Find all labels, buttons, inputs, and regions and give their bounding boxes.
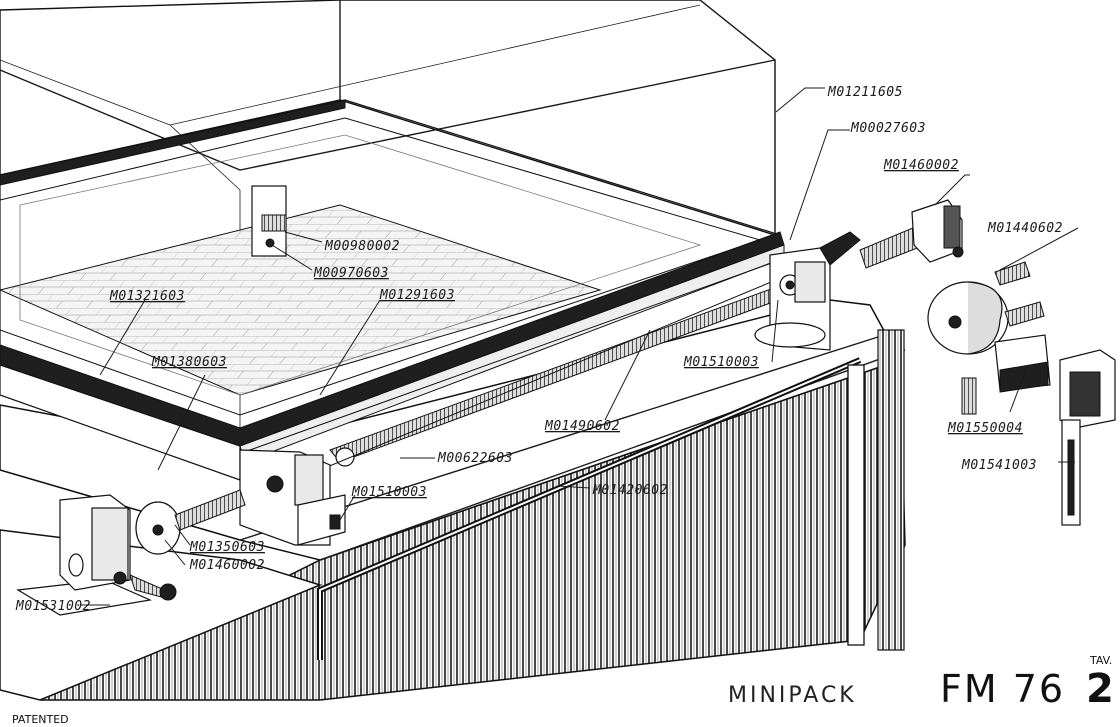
inner-bracket <box>251 185 287 257</box>
part-label: M01550004 <box>947 421 1023 436</box>
part-label: M00622603 <box>437 451 513 466</box>
part-labels: M01211605 M00027603 M01460002 M01440602 … <box>15 85 1063 614</box>
part-label: M01531002 <box>15 599 91 614</box>
part-label: M01420602 <box>592 483 668 498</box>
part-label: M01541003 <box>961 458 1037 473</box>
leader-lines <box>80 87 1079 606</box>
part-label: M01440602 <box>987 221 1063 236</box>
part-label: M01350603 <box>189 540 265 555</box>
part-label: M01510003 <box>683 355 759 370</box>
part-label: M01510003 <box>351 485 427 500</box>
part-label: M00980002 <box>324 239 400 254</box>
patented-mark: PATENTED <box>12 713 69 726</box>
machine-cabinet <box>0 299 906 701</box>
part-label: M01460002 <box>883 158 959 173</box>
knob-screw-assembly <box>859 199 964 269</box>
table-prefix: TAV. <box>1089 654 1112 667</box>
part-label: M00027603 <box>850 121 926 136</box>
clip-part <box>961 334 1051 415</box>
part-label: M01490602 <box>544 419 620 434</box>
model-number: FM 76 <box>940 667 1065 711</box>
right-end-bracket <box>754 231 861 351</box>
part-label: M01291603 <box>379 288 455 303</box>
bottom-left-assembly <box>16 489 246 616</box>
product-name: MINIPACK <box>728 683 857 708</box>
table-number: 2 <box>1086 666 1114 712</box>
part-label: M01321603 <box>109 289 185 304</box>
part-label: M01380603 <box>151 355 227 370</box>
part-label: M01211605 <box>827 85 903 100</box>
title-block: MINIPACK FM 76 TAV. 2 PATENTED <box>12 654 1114 726</box>
left-end-block <box>239 449 346 546</box>
sealing-tray <box>0 99 785 481</box>
vertical-bracket <box>1059 349 1116 526</box>
round-hub <box>927 261 1045 355</box>
part-label: M01460002 <box>189 558 265 573</box>
part-label: M00970603 <box>313 266 389 281</box>
